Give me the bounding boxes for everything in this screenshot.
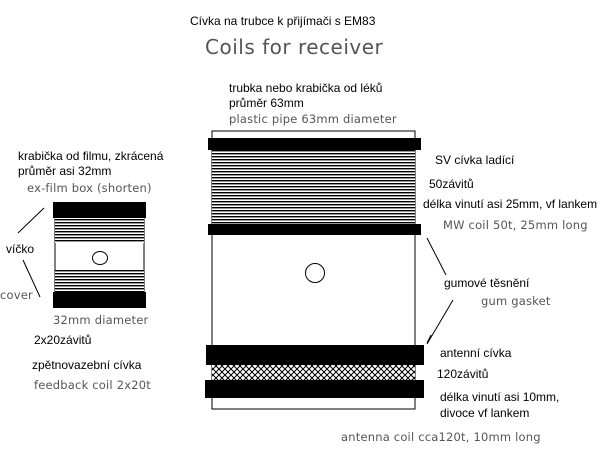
mw-label-cz: SV cívka ladící xyxy=(435,153,515,167)
cover-top xyxy=(53,202,146,218)
title-czech: Cívka na trubce k přijímači s EM83 xyxy=(190,14,376,28)
mw-coil-former xyxy=(205,130,454,410)
antenna-band-top xyxy=(206,345,424,365)
cover-label-cz: víčko xyxy=(6,242,35,256)
hole xyxy=(92,251,108,265)
feedback-label-cz: zpětnovazební cívka xyxy=(32,358,142,372)
pipe-label-cz-1: trubka nebo krabička od léků xyxy=(229,81,383,95)
antenna-label-en: antenna coil cca120t, 10mm long xyxy=(341,430,541,444)
mw-label-en: MW coil 50t, 25mm long xyxy=(443,218,588,232)
antenna-length-cz-2: divoce vf lankem xyxy=(440,406,530,420)
antenna-length-cz-1: délka vinutí asi 10mm, xyxy=(440,390,560,404)
antenna-winding xyxy=(212,365,415,380)
filmbox-label-cz-2: průměr asi 32mm xyxy=(18,164,112,178)
title-english: Coils for receiver xyxy=(205,35,384,59)
filmbox-label-cz-1: krabička od filmu, zkrácená xyxy=(18,149,164,163)
gasket-label-en: gum gasket xyxy=(481,294,551,308)
gasket-label-cz: gumové těsnění xyxy=(444,276,530,290)
feedback-turns-cz: 2x20závitů xyxy=(34,333,92,347)
pipe-label-en: plastic pipe 63mm diameter xyxy=(229,112,397,126)
mw-turns-cz: 50závitů xyxy=(429,177,474,191)
feedback-coil-former xyxy=(17,202,146,308)
mw-band-top xyxy=(208,138,421,150)
pipe-label-cz-2: průměr 63mm xyxy=(229,96,304,110)
cover-label-en: cover xyxy=(0,288,33,302)
mw-length-cz: délka vinutí asi 25mm, vf lankem xyxy=(423,197,598,211)
antenna-band-bottom xyxy=(205,380,424,398)
antenna-turns-cz: 120závitů xyxy=(437,367,489,381)
mw-band-bottom xyxy=(208,224,421,235)
antenna-label-cz: antenní cívka xyxy=(440,346,512,360)
cover-bottom xyxy=(53,292,146,308)
hole xyxy=(305,263,325,283)
diameter-label-en: 32mm diameter xyxy=(53,313,149,327)
feedback-label-en: feedback coil 2x20t xyxy=(34,378,151,392)
filmbox-label-en: ex-film box (shorten) xyxy=(27,181,152,195)
